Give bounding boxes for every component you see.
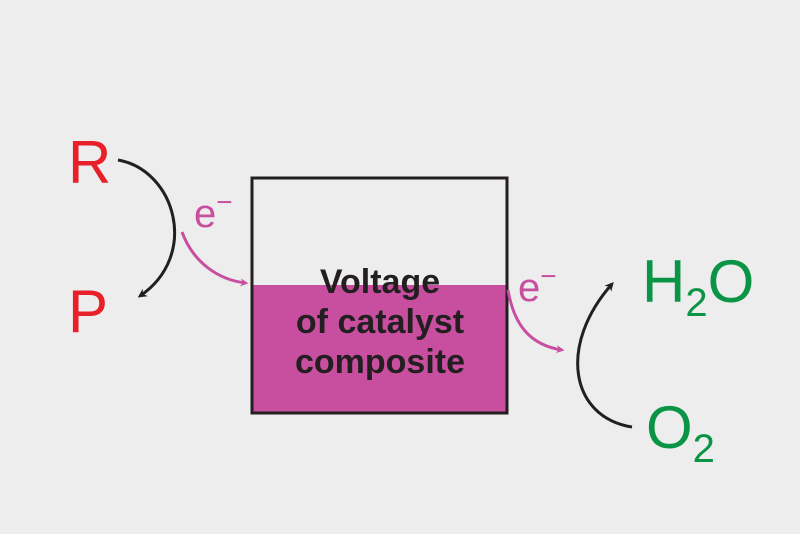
product-label: P	[68, 278, 109, 345]
electron-symbol: e	[518, 266, 541, 310]
water-subscript: 2	[685, 281, 708, 325]
electron-arrow-right	[506, 289, 565, 354]
oxygen-label: O2	[646, 398, 715, 470]
o2-to-h2o-arrow	[576, 281, 633, 429]
catalyst-label-line: Voltage	[319, 263, 441, 301]
electron-label-left: e−	[194, 188, 233, 236]
electron-symbol: e	[194, 192, 217, 236]
reactant-label: R	[68, 129, 112, 196]
catalyst-box	[250, 176, 509, 415]
water-o: O	[707, 248, 755, 315]
water-label: H2O	[642, 252, 754, 324]
electron-charge: −	[540, 260, 557, 292]
catalyst-label-line: of catalyst	[295, 303, 465, 341]
oxygen-subscript: 2	[692, 427, 715, 471]
water-h: H	[642, 248, 686, 315]
catalyst-label-line: composite	[294, 343, 466, 381]
electron-arrow-left	[180, 231, 249, 287]
electron-label-right: e−	[518, 262, 557, 310]
r-to-p-arrow	[117, 158, 177, 298]
electron-charge: −	[216, 186, 233, 218]
oxygen-o: O	[646, 394, 693, 461]
catalyst-label: Voltage of catalyst composite	[254, 262, 506, 382]
catalyst-fill	[252, 285, 507, 413]
